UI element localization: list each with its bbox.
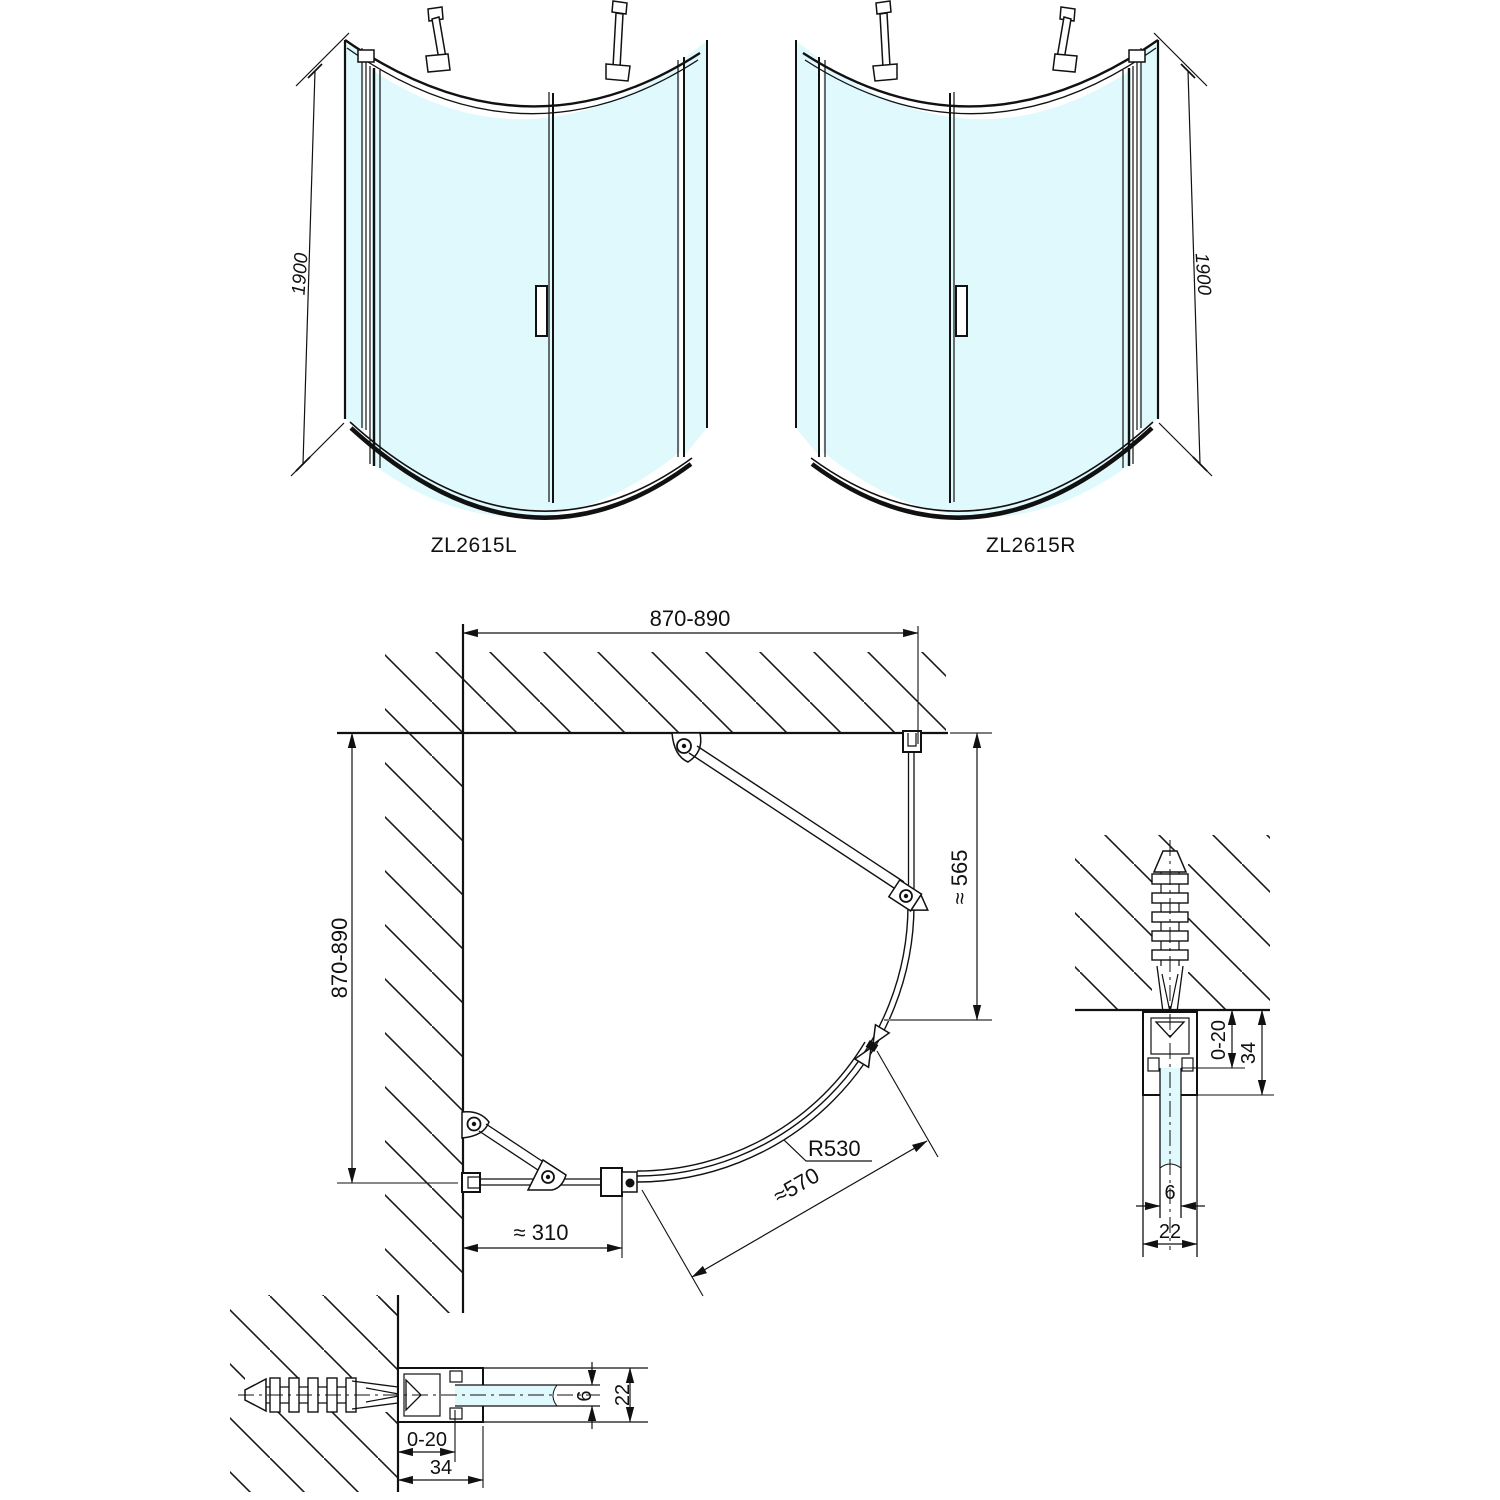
plan-sill-dim: ≈ 310 [514, 1220, 569, 1245]
plan-door-arc-dim: ≈570 [769, 1162, 824, 1208]
profile-depth-dim: 34 [1238, 1042, 1260, 1064]
detail-bottom-dimensions: 0-20 34 6 22 [397, 1362, 635, 1488]
wall-hatch [385, 652, 946, 1313]
adjustment-dim: 0-20 [407, 1429, 447, 1451]
height-dimension-right: 1900 [1191, 252, 1215, 296]
door-hinge [853, 1023, 891, 1069]
height-dimension-left: 1900 [289, 252, 313, 296]
curved-glass-plan [636, 752, 915, 1183]
door-bottom-connector [600, 1167, 638, 1197]
support-strut-left [425, 6, 451, 73]
profile-width-dim: 22 [1159, 1221, 1181, 1243]
glass-thickness-dim: 6 [1164, 1182, 1175, 1204]
wall-brace-bottom [461, 1110, 567, 1191]
shower-enclosure-elevation [290, 0, 708, 520]
door-handle [535, 285, 548, 337]
side-glass-panel [346, 44, 364, 431]
plan-radius-dim: R530 [808, 1136, 861, 1161]
plan-depth-dim: 870-890 [327, 918, 352, 999]
adjustment-dim: 0-20 [1208, 1020, 1230, 1060]
wall-lines [337, 624, 948, 1313]
model-label-left: ZL2615L [431, 534, 517, 557]
plan-view: 870-890 870-890 ≈ 565 R530 ≈570 ≈ 310 [327, 606, 992, 1313]
wall-profile-detail-right: 0-20 34 6 22 [1075, 835, 1274, 1257]
return-glass-panel [684, 41, 707, 456]
wall-profile-detail-bottom: 0-20 34 6 22 [230, 1295, 648, 1492]
support-strut-right [605, 0, 631, 82]
glass-thickness-dim: 6 [574, 1390, 596, 1401]
wall-brace-top [671, 732, 929, 912]
glass-cross-section [1160, 1068, 1181, 1168]
detail-right-dimensions: 0-20 34 6 22 [1136, 1009, 1274, 1249]
plan-dimensions: 870-890 870-890 ≈ 565 R530 ≈570 ≈ 310 [327, 606, 992, 1297]
frame-lines [343, 39, 708, 520]
model-label-right: ZL2615R [986, 534, 1076, 557]
plan-fixed-glass-dim: ≈ 565 [947, 850, 972, 905]
profile-width-dim: 22 [612, 1384, 634, 1406]
front-glass-panels [372, 63, 680, 518]
profile-depth-dim: 34 [430, 1457, 452, 1479]
plan-width-dim: 870-890 [650, 606, 731, 631]
rail-corner-fitting [357, 49, 375, 63]
height-dimension-lines [290, 32, 350, 477]
wall-profile-top [902, 730, 922, 753]
shower-enclosure-elevation-mirrored [796, 1, 1212, 518]
